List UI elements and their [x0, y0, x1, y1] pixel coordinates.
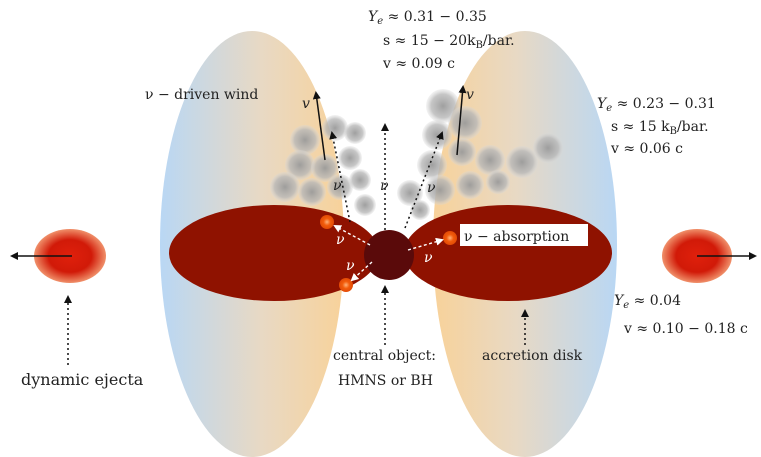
velocity-label: v [302, 96, 310, 112]
disk-v-label: v ≈ 0.10 − 0.18 c [623, 321, 748, 337]
absorption-label-box [460, 224, 588, 246]
right-v-label: v ≈ 0.06 c [610, 141, 683, 157]
nu-label: ν [380, 178, 389, 194]
dynamic-ejecta-label: dynamic ejecta [21, 370, 144, 389]
pointer-arrows [64, 285, 529, 365]
top-s-label: s ≈ 15 − 20kB/bar. [383, 33, 515, 51]
nu-label: ν [336, 232, 345, 248]
absorption-label: ν − absorption [464, 229, 569, 245]
top-ye-label: Ye ≈ 0.31 − 0.35 [368, 9, 487, 27]
right-ye-label: Ye ≈ 0.23 − 0.31 [597, 96, 716, 114]
neutrino-dot [339, 278, 353, 292]
wind-bubbles-left [270, 115, 376, 216]
nu-label: ν [427, 180, 436, 196]
neutrino-dot [320, 215, 334, 229]
central-object-type-label: HMNS or BH [338, 373, 433, 389]
top-v-label: v ≈ 0.09 c [382, 56, 455, 72]
disk-ye-label: Ye ≈ 0.04 [614, 293, 681, 311]
accretion-disk-right [404, 205, 612, 301]
wind-label: ν − driven wind [145, 87, 258, 103]
neutrino-emission-arrows [329, 123, 444, 230]
neutrino-absorption-arrows [333, 225, 444, 282]
nu-label: ν [424, 250, 433, 266]
accretion-disk-left [169, 205, 379, 301]
nu-label: ν [346, 258, 355, 274]
wind-velocity-arrows [312, 85, 467, 161]
central-object [364, 230, 414, 280]
central-object-label: central object: [333, 348, 436, 364]
neutrino-dot [443, 231, 457, 245]
right-s-label: s ≈ 15 kB/bar. [611, 119, 709, 137]
wind-bubbles-right [397, 89, 563, 220]
velocity-label: v [466, 87, 474, 103]
nu-label: ν [333, 178, 342, 194]
accretion-disk-label: accretion disk [482, 348, 583, 364]
